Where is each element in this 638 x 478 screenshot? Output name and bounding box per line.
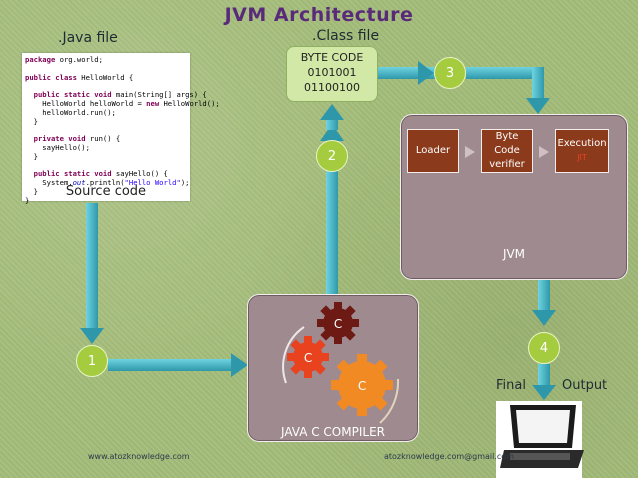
code-token: "Hello World" (124, 178, 181, 188)
code-token: ); (180, 178, 190, 188)
code-token: } (25, 116, 38, 126)
jvm-label: JVM (502, 247, 526, 261)
footer-email: atozknowledge.com@gmail.com (384, 452, 514, 461)
arrow-to-output (532, 364, 556, 400)
gear-letter: C (358, 379, 366, 393)
step-4-badge: 4 (528, 332, 560, 364)
gear-red-icon: C (287, 336, 329, 378)
verifier-label-1: Byte (495, 131, 519, 142)
code-token: out (72, 178, 86, 188)
jvm-box: Loader Byte Code verifier Execution JIT … (400, 114, 628, 280)
code-token: helloWorld.run(); (25, 107, 116, 117)
code-token: sayHello() { (111, 169, 168, 179)
gear-orange-icon: C (331, 354, 393, 416)
bytecode-heading: BYTE CODE (300, 51, 364, 64)
gears-illustration: C C C (282, 302, 400, 424)
footer-website: www.atozknowledge.com (88, 452, 190, 461)
page-title: JVM Architecture (224, 4, 414, 26)
arrow-source-down (80, 203, 104, 344)
stage-arrow-icon (465, 146, 475, 158)
code-token: HelloWorld { (76, 72, 134, 82)
code-token: } (25, 151, 38, 161)
jvm-stage-verifier: Byte Code verifier (481, 129, 533, 173)
compiler-label: JAVA C COMPILER (281, 425, 385, 439)
arrow-jvm-down (532, 279, 556, 326)
gear-letter: C (334, 317, 342, 331)
laptop-icon (496, 401, 584, 478)
jvm-stage-loader: Loader (407, 129, 459, 173)
code-token: new (146, 98, 160, 108)
output-label: Output (562, 378, 608, 393)
source-code-panel: package org.world; public class HelloWor… (22, 53, 220, 205)
gear-letter: C (304, 351, 312, 365)
code-token: main(String[] args) { (111, 90, 207, 100)
verifier-label-3: verifier (489, 159, 525, 170)
code-token: public static void (25, 169, 112, 179)
code-token: private void (25, 134, 86, 144)
execution-label: Execution (557, 138, 607, 149)
final-label: Final (496, 378, 526, 393)
compiler-box: C C C JAVA C COMPILER (247, 294, 419, 442)
code-token: public static void (25, 90, 112, 100)
bytecode-line-1: 0101001 (307, 66, 357, 79)
code-token: .println( (85, 178, 125, 188)
arrow-to-compiler (108, 353, 248, 377)
rotation-arc (282, 326, 305, 384)
code-token: System. (25, 178, 73, 188)
code-token: sayHello(); (25, 142, 90, 152)
bytecode-box: BYTE CODE 0101001 01100100 (286, 46, 378, 102)
source-code-caption: Source code (65, 184, 147, 199)
gear-dark-icon: C (317, 302, 359, 344)
source-code-text: package org.world; public class HelloWor… (25, 55, 220, 206)
code-token: package (25, 55, 56, 64)
step-1-badge: 1 (76, 345, 108, 377)
jvm-stage-execution: Execution JIT (555, 129, 609, 173)
code-token: HelloWorld helloWorld = (25, 98, 147, 108)
arrow-compiler-up (320, 104, 344, 294)
code-token: HelloWorld(); (159, 98, 220, 108)
step-2-badge: 2 (316, 140, 348, 172)
code-token: run() { (85, 134, 121, 144)
code-token: org.world; (55, 55, 103, 64)
code-token: public class (25, 72, 77, 82)
java-file-label: .Java file (58, 30, 118, 46)
verifier-label-2: Code (494, 145, 520, 156)
arrow-bytecode-right (378, 61, 550, 114)
loader-label: Loader (415, 145, 451, 156)
jit-label: JIT (577, 153, 587, 162)
class-file-label: .Class file (312, 28, 380, 44)
code-token: } (25, 186, 38, 196)
step-3-badge: 3 (434, 57, 466, 89)
bytecode-line-2: 01100100 (304, 81, 360, 94)
rotation-arc (379, 378, 400, 424)
stage-arrow-icon (539, 146, 549, 158)
code-token: } (25, 195, 30, 205)
